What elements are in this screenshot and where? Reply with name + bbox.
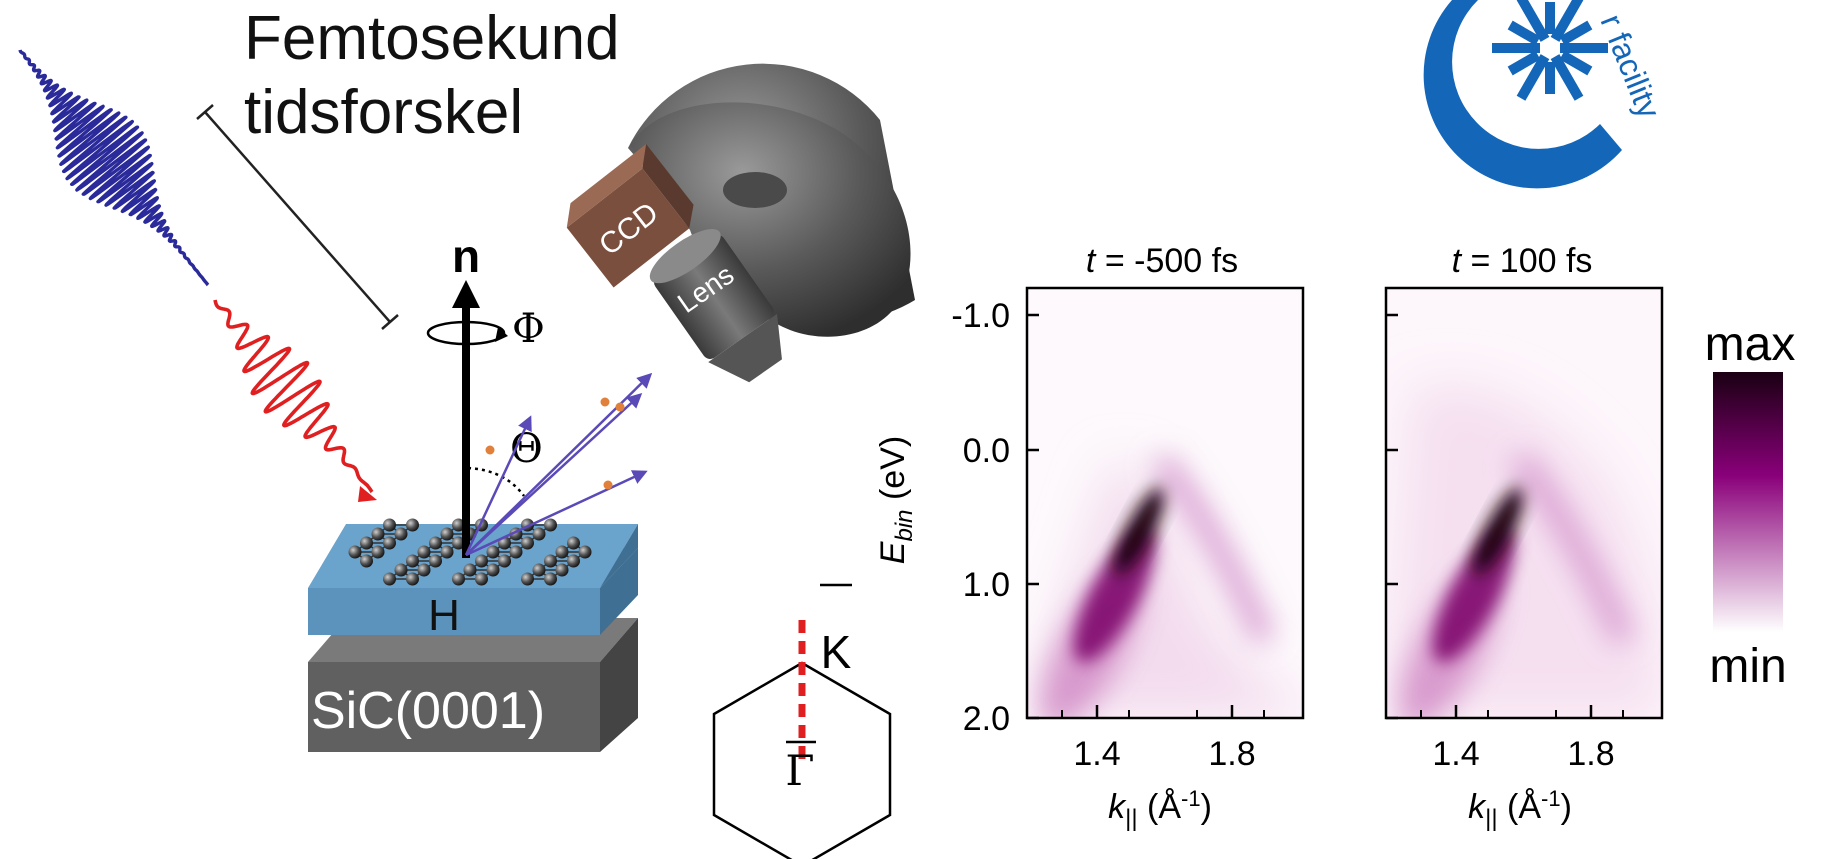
carbon-atom — [486, 545, 500, 559]
panel-2-title: t = 100 fs — [1452, 242, 1593, 280]
colorbar-max-label: max — [1705, 318, 1796, 371]
sample-stack: H SiC(0001) — [308, 518, 638, 752]
logo-ray — [1507, 50, 1541, 76]
x-tick-label: 1.4 — [1432, 735, 1479, 773]
phi-label: Φ — [512, 306, 545, 352]
carbon-atom — [544, 518, 557, 532]
carbon-atom — [348, 545, 362, 559]
carbon-atom — [521, 536, 534, 550]
carbon-atom — [532, 527, 546, 541]
carbon-atom — [394, 563, 408, 577]
logo-ray — [1507, 20, 1541, 46]
pump-pulse — [18, 48, 210, 287]
y-tick-label: 1.0 — [963, 566, 1010, 604]
carbon-atom — [521, 572, 534, 586]
y-tick-label: -1.0 — [951, 297, 1010, 335]
arpes-axes: -1.0 0.0 1.0 2.0 1.4 1.8 1.4 1.8 — [951, 297, 1624, 773]
surface-normal-arrow: n — [452, 230, 480, 558]
carbon-atom — [429, 554, 442, 568]
y-tick-label: 0.0 — [963, 432, 1010, 470]
carbon-atom — [417, 563, 431, 577]
carbon-atom — [383, 536, 396, 550]
y-axis-label: Ebin (eV) — [874, 436, 918, 564]
carbon-atom — [371, 545, 385, 559]
carbon-atom — [555, 545, 569, 559]
carbon-atom — [383, 572, 396, 586]
carbon-atom — [417, 545, 431, 559]
photoelectron-trajectories — [464, 372, 653, 557]
x-tick-label: 1.8 — [1567, 735, 1614, 773]
azimuth-rotation-icon: Φ — [426, 306, 545, 352]
carbon-atom — [406, 554, 419, 568]
carbon-atom — [440, 545, 454, 559]
logo-text: r facility — [1594, 9, 1668, 123]
x-axis-label-2: k|| (Å-1) — [1468, 786, 1572, 832]
carbon-atom — [429, 536, 442, 550]
x-tick-label: 1.4 — [1073, 735, 1120, 773]
carbon-atom — [544, 554, 557, 568]
logo-ray — [1516, 54, 1550, 101]
time-delay-bracket — [196, 104, 399, 330]
x-axis-label-1: k|| (Å-1) — [1108, 786, 1212, 832]
title-line-2: tidsforskel — [244, 78, 524, 147]
substrate-label: SiC(0001) — [311, 682, 545, 740]
logo-ray — [1550, 0, 1584, 42]
graphene-lattice — [348, 518, 592, 586]
gamma-point-label: Γ — [785, 746, 814, 795]
carbon-atom — [440, 527, 454, 541]
electron-analyzer: Lens CCD — [566, 63, 915, 383]
carbon-atom — [406, 572, 419, 586]
carbon-atom — [578, 545, 592, 559]
carbon-atom — [452, 572, 465, 586]
logo-ray — [1550, 54, 1584, 101]
carbon-atom — [360, 536, 373, 550]
title-line-1: Femtosekund — [244, 4, 620, 73]
carbon-atom — [394, 527, 408, 541]
carbon-atom — [452, 518, 465, 532]
panel-1-title: t = -500 fs — [1086, 242, 1238, 280]
carbon-atom — [509, 545, 523, 559]
brillouin-zone: K Γ — [712, 583, 892, 859]
arpes-panel-2 — [1384, 286, 1664, 720]
carbon-atom — [498, 554, 511, 568]
logo-ray — [1516, 0, 1550, 42]
logo-ray — [1559, 50, 1593, 76]
carbon-atom — [567, 554, 580, 568]
probe-pulse — [213, 298, 377, 502]
carbon-atom — [532, 563, 546, 577]
h-layer-label: H — [428, 591, 460, 640]
logo-ray — [1559, 20, 1593, 46]
carbon-atom — [486, 563, 500, 577]
carbon-atom — [383, 518, 396, 532]
carbon-atom — [567, 536, 580, 550]
colorbar-min-label: min — [1709, 640, 1786, 693]
polar-angle-arc: Θ — [467, 426, 543, 497]
intensity-colorbar: max min — [1705, 318, 1796, 693]
carbon-atom — [371, 527, 385, 541]
y-tick-label: 2.0 — [963, 700, 1010, 738]
carbon-atom — [452, 536, 465, 550]
normal-label: n — [452, 230, 480, 282]
carbon-atom — [475, 572, 488, 586]
x-tick-label: 1.8 — [1208, 735, 1255, 773]
carbon-atom — [406, 518, 419, 532]
facility-logo-icon: r facility — [1423, 0, 1668, 189]
carbon-atom — [555, 563, 569, 577]
carbon-atom — [360, 554, 373, 568]
carbon-atom — [544, 572, 557, 586]
arpes-panel-1 — [1025, 286, 1305, 720]
carbon-atom — [475, 554, 488, 568]
carbon-atom — [463, 563, 477, 577]
k-point-label: K — [821, 626, 852, 678]
